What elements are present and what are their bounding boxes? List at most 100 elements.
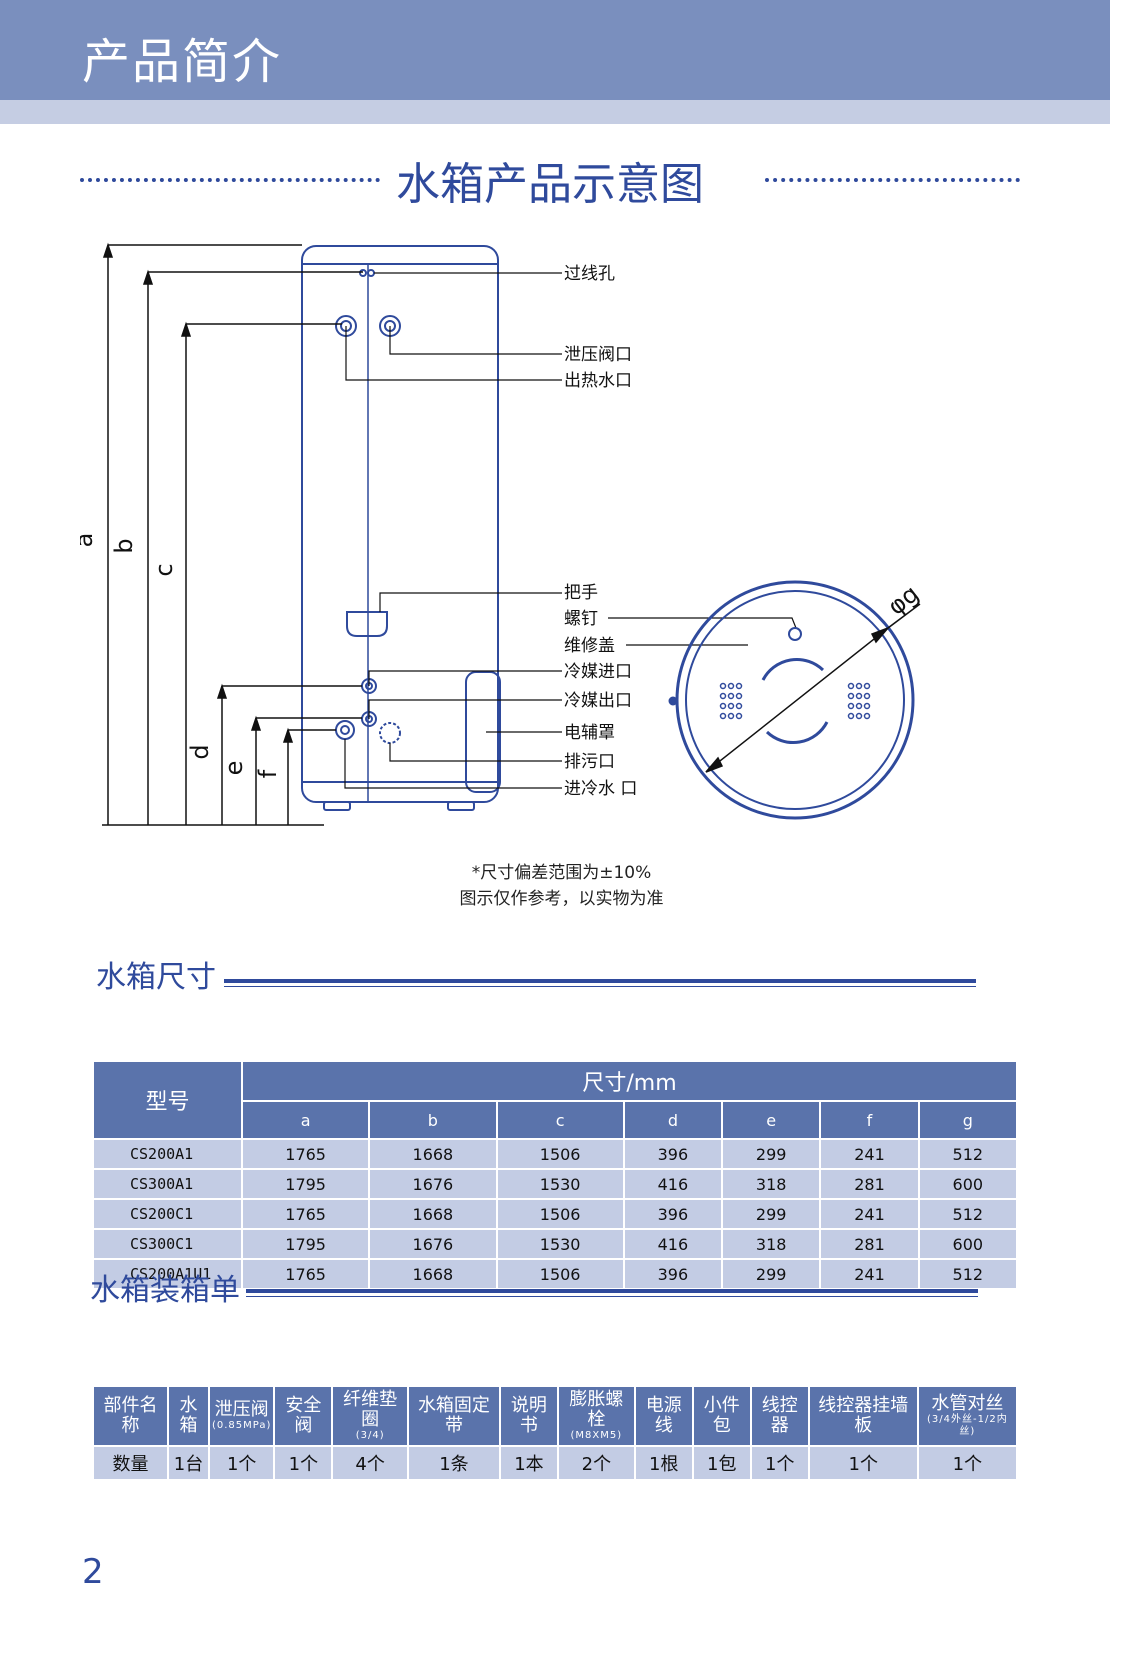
- packing-qty-cell: 1个: [749, 1445, 810, 1481]
- dim-col-header: e: [721, 1100, 822, 1140]
- model-cell: CS200A1: [92, 1138, 243, 1170]
- label-drain: 排污口: [564, 752, 615, 772]
- packing-header-label: 膨胀螺栓: [569, 1389, 624, 1430]
- packing-header-label: 纤维垫圈: [343, 1389, 398, 1430]
- section-title-block: 水箱产品示意图: [80, 148, 1020, 210]
- note-reference: 图示仅作参考，以实物为准: [459, 889, 664, 909]
- packing-rule-thin: [246, 1296, 978, 1297]
- screw-mark: [788, 627, 802, 641]
- dim-value-cell: 396: [622, 1258, 724, 1290]
- dotted-rule-left: [80, 178, 380, 182]
- page-number: 2: [82, 1552, 104, 1592]
- dotted-rule-right: [765, 178, 1020, 182]
- packing-header-cell: 线控器挂墙板: [807, 1385, 919, 1447]
- drain-port: [379, 722, 401, 744]
- dim-value-cell: 299: [721, 1258, 822, 1290]
- cold-water-in-port: [335, 720, 355, 740]
- dim-value-cell: 318: [721, 1228, 822, 1260]
- section-title-text: 水箱产品示意图: [390, 159, 710, 210]
- packing-rule: [246, 1289, 978, 1293]
- packing-qty-cell: 1个: [207, 1445, 276, 1481]
- packing-header-sub: (0.85MPa): [211, 1420, 272, 1431]
- model-cell: CS300C1: [92, 1228, 243, 1260]
- label-refrigerant-out: 冷媒出口: [564, 691, 632, 711]
- dim-value-cell: 1676: [368, 1168, 498, 1200]
- dim-value-cell: 396: [622, 1138, 724, 1170]
- tank-body: [301, 245, 499, 803]
- packing-header-label: 线控器挂墙板: [818, 1395, 909, 1436]
- dim-value-cell: 512: [917, 1258, 1019, 1290]
- dim-value-cell: 416: [622, 1228, 724, 1260]
- packing-qty-cell: 4个: [331, 1445, 409, 1481]
- dim-value-cell: 1668: [368, 1198, 498, 1230]
- packing-title: 水箱装箱单: [90, 1273, 240, 1308]
- dim-value-cell: 1530: [495, 1228, 625, 1260]
- label-hot-water-out: 出热水口: [564, 371, 632, 391]
- size-header: 尺寸/mm: [241, 1060, 1018, 1102]
- dim-col-header: b: [368, 1100, 498, 1140]
- dim-value-cell: 396: [622, 1198, 724, 1230]
- dim-value-cell: 241: [819, 1258, 920, 1290]
- dim-value-cell: 1795: [240, 1168, 371, 1200]
- packing-header-label: 部件名称: [103, 1395, 158, 1436]
- dim-e: e: [220, 761, 248, 776]
- packing-header-label: 泄压阀: [214, 1399, 269, 1420]
- packing-table: 部件名称水箱泄压阀(0.85MPa)安全阀纤维垫圈(3/4)水箱固定带说明书膨胀…: [92, 1385, 1019, 1481]
- page-header-title: 产品简介: [82, 34, 283, 90]
- dim-col-header: g: [917, 1100, 1019, 1140]
- dim-value-cell: 600: [917, 1228, 1019, 1260]
- model-cell: CS200C1: [92, 1198, 243, 1230]
- packing-header-label: 电源线: [645, 1395, 682, 1436]
- dimensions-title: 水箱尺寸: [96, 960, 216, 995]
- dim-value-cell: 1506: [495, 1198, 625, 1230]
- packing-qty-cell: 1包: [691, 1445, 752, 1481]
- dim-value-cell: 299: [721, 1138, 822, 1170]
- packing-qty-cell: 1个: [916, 1445, 1019, 1481]
- packing-header-cell: 电源线: [633, 1385, 694, 1447]
- packing-header-cell: 水管对丝(3/4外丝-1/2内丝): [916, 1385, 1019, 1447]
- packing-qty-cell: 1本: [498, 1445, 559, 1481]
- dim-f: f: [254, 769, 282, 778]
- dim-diameter-g: φg: [882, 580, 924, 621]
- label-screw: 螺钉: [564, 609, 598, 629]
- dim-value-cell: 299: [721, 1198, 822, 1230]
- label-service-cover: 维修盖: [564, 636, 615, 656]
- packing-qty-cell: 1个: [273, 1445, 334, 1481]
- packing-qty-cell: 1条: [406, 1445, 501, 1481]
- dim-b: b: [110, 538, 138, 553]
- dim-value-cell: 241: [819, 1138, 920, 1170]
- dimensions-rule: [224, 979, 976, 983]
- dim-value-cell: 512: [917, 1198, 1019, 1230]
- packing-header-cell: 说明书: [498, 1385, 559, 1447]
- dim-value-cell: 318: [721, 1168, 822, 1200]
- dim-value-cell: 1506: [495, 1138, 625, 1170]
- packing-header-cell: 泄压阀(0.85MPa): [207, 1385, 276, 1447]
- packing-header-label: 水箱: [179, 1395, 198, 1436]
- packing-qty-cell: 1个: [807, 1445, 919, 1481]
- packing-header-cell: 水箱: [166, 1385, 210, 1447]
- label-cable-hole: 过线孔: [564, 264, 615, 284]
- tank-diagram: a b c d e f 过线孔 泄压阀口 出热水口 把手 螺钉 维修盖 冷媒进口…: [80, 242, 924, 826]
- label-pressure-valve: 泄压阀口: [564, 345, 632, 365]
- packing-header-cell: 小件包: [691, 1385, 752, 1447]
- packing-header-cell: 安全阀: [273, 1385, 334, 1447]
- model-header: 型号: [92, 1060, 243, 1140]
- dim-col-header: c: [495, 1100, 625, 1140]
- note-tolerance: *尺寸偏差范围为±10%: [471, 863, 652, 883]
- packing-header-label: 线控器: [761, 1395, 798, 1436]
- packing-header-sub: (M8XM5): [570, 1430, 623, 1441]
- label-cold-water-in: 进冷水 口: [564, 779, 637, 799]
- dim-value-cell: 1506: [495, 1258, 625, 1290]
- packing-header-cell: 部件名称: [92, 1385, 169, 1447]
- dim-value-cell: 1765: [240, 1258, 371, 1290]
- dim-value-cell: 241: [819, 1198, 920, 1230]
- dim-value-cell: 1676: [368, 1228, 498, 1260]
- packing-header-label: 说明书: [510, 1395, 547, 1436]
- dim-value-cell: 1530: [495, 1168, 625, 1200]
- packing-qty-cell: 1根: [633, 1445, 694, 1481]
